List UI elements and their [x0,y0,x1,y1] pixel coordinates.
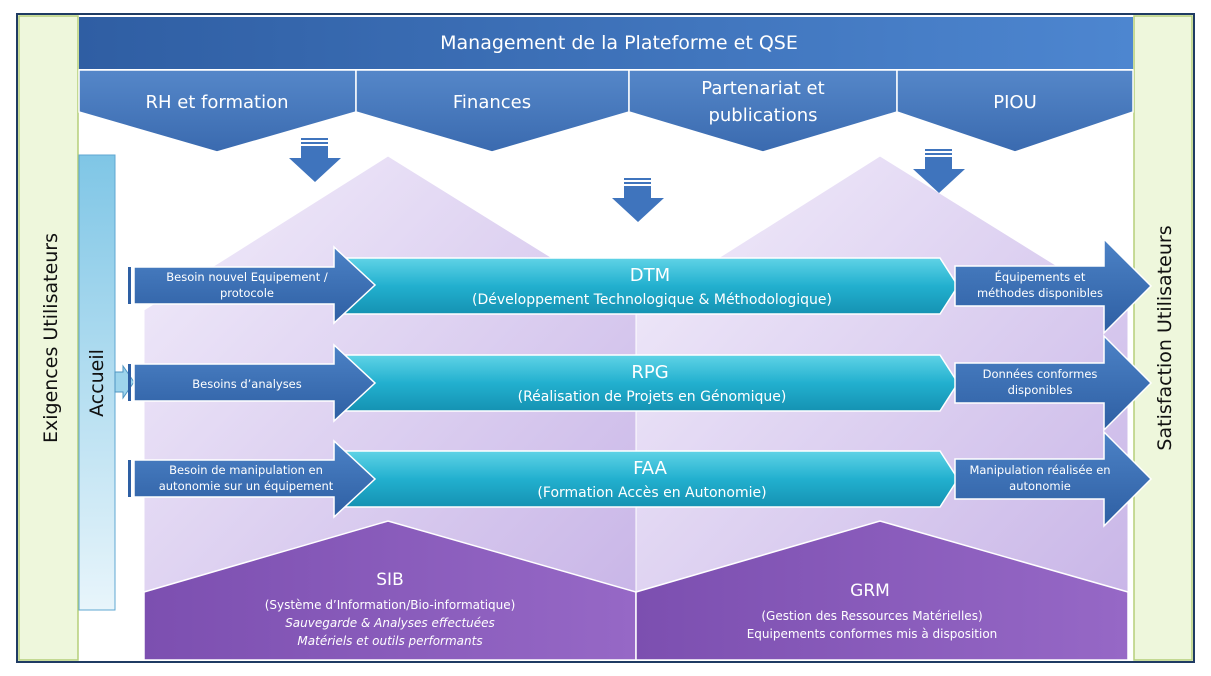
left-side-label: Exigences Utilisateurs [40,233,62,443]
input-label-line: Besoin nouvel Equipement / [166,270,328,284]
process-subtitle: (Formation Accès en Autonomie) [537,485,766,501]
input-arrow [133,245,377,325]
input-arrow-stripe [128,267,131,304]
resource-subtitle: (Système d’Information/Bio-informatique) [265,598,516,612]
output-arrow [954,334,1153,432]
input-label: Besoins d’analyses [192,377,302,391]
support-tab-line: Partenariat et [701,78,824,99]
management-label: Management de la Plateforme et QSE [440,32,798,54]
output-label-line: méthodes disponibles [977,286,1103,300]
resource-detail-line: Equipements conformes mis à disposition [747,627,998,641]
support-tab-label: PIOU [993,92,1037,113]
input-label-line: protocole [220,286,274,300]
output-label: Équipements et méthodes disponibles [977,269,1103,300]
output-label: Données conformes disponibles [983,367,1098,397]
management-banner [79,17,1133,69]
output-label-line: Équipements et [995,269,1086,284]
output-label-line: Données conformes [983,367,1098,381]
input-arrow-stripe [128,364,131,401]
output-arrow [954,430,1153,528]
input-label: Besoin de manipulation en autonomie sur u… [159,463,334,493]
support-tab-label: Finances [453,92,531,113]
output-label-line: disponibles [1008,383,1073,397]
right-side-panel [1133,15,1193,661]
support-tab-line: Finances [453,92,531,113]
resource-grm [635,520,1129,661]
support-tab-rh [78,69,357,153]
support-tab-partenariat [628,69,898,153]
resource-title: GRM [850,581,890,601]
resource-detail-line: Sauvegarde & Analyses effectuées [285,616,495,630]
accueil-label: Accueil [86,349,108,417]
input-arrow [133,439,377,519]
support-tab-label: RH et formation [145,92,288,113]
down-arrow-icon [612,178,664,222]
support-tab-line: RH et formation [145,92,288,113]
resource-detail: Equipements conformes mis à disposition [747,627,998,641]
support-tab-piou [896,69,1134,153]
support-tab-label: Partenariat et publications [701,78,824,126]
input-label-line: Besoin de manipulation en [169,463,323,477]
input-label-line: Besoins d’analyses [192,377,302,391]
process-title: RPG [631,362,668,383]
process-title: FAA [633,458,668,479]
accueil-bar [78,154,116,611]
input-arrow [133,343,377,423]
right-side-label: Satisfaction Utilisateurs [1154,225,1176,450]
process-subtitle: (Développement Technologique & Méthodolo… [472,292,832,308]
left-side-panel [18,15,79,661]
down-arrow-icon [289,138,341,182]
support-tab-finances [355,69,630,153]
input-label-line: autonomie sur un équipement [159,479,334,493]
support-tab-line: PIOU [993,92,1037,113]
output-label: Manipulation réalisée en autonomie [969,463,1110,493]
input-arrow-stripe [128,460,131,497]
down-arrow-icon [913,149,965,193]
resource-detail-line: Matériels et outils performants [297,634,482,648]
support-tab-line: publications [708,105,817,126]
input-label: Besoin nouvel Equipement / protocole [166,270,328,300]
resource-title: SIB [376,570,403,590]
resource-subtitle: (Gestion des Ressources Matérielles) [761,609,982,623]
process-title: DTM [630,265,670,286]
output-label-line: autonomie [1009,479,1071,493]
process-subtitle: (Réalisation de Projets en Génomique) [518,389,787,405]
output-arrow [954,237,1153,335]
output-label-line: Manipulation réalisée en [969,463,1110,477]
